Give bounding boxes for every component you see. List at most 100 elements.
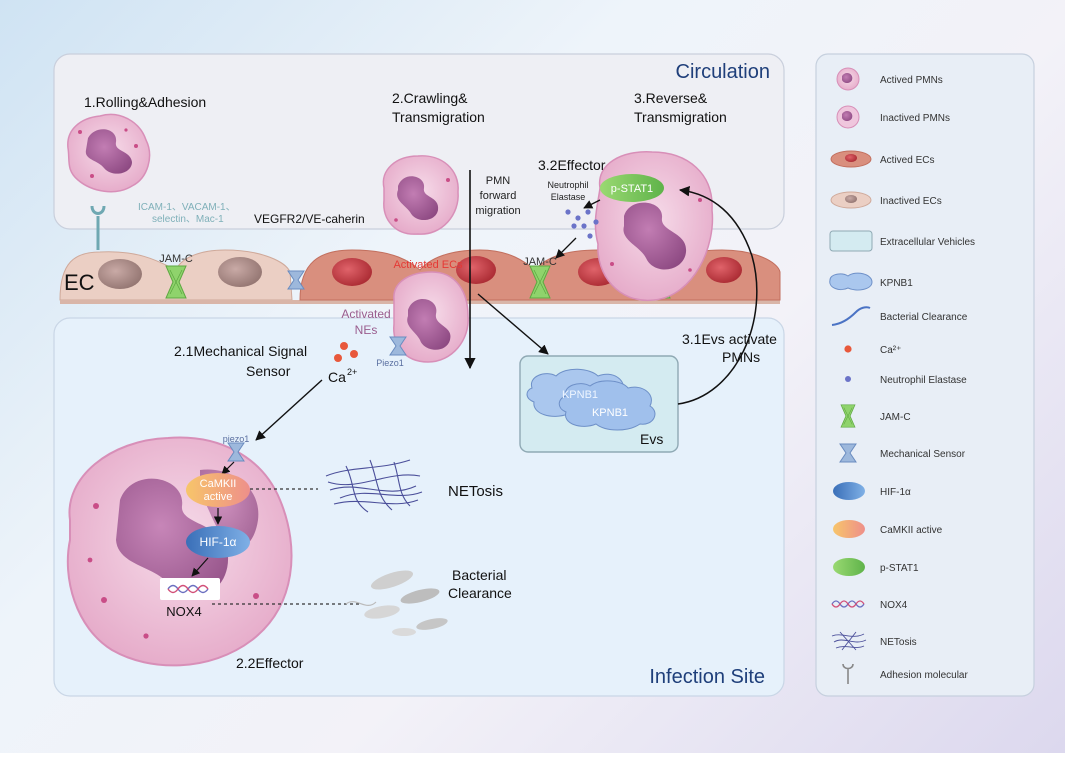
step-evs-1: 3.1Evs activate xyxy=(682,331,777,347)
legend-panel xyxy=(815,53,1035,697)
legend-label: Inactived PMNs xyxy=(880,113,950,124)
hif-icon xyxy=(186,526,250,558)
legend-label: p-STAT1 xyxy=(880,563,919,574)
actived-ecs-icon xyxy=(830,150,872,168)
ca-dots xyxy=(334,342,358,362)
step-evs-2: PMNs xyxy=(722,349,760,365)
infection-site-title: Infection Site xyxy=(649,666,765,688)
neutrophil-elastase-label-1: Neutrophil xyxy=(547,180,588,190)
bacterial-legend-icon xyxy=(831,306,871,326)
camkii-legend-icon xyxy=(833,520,865,538)
activated-nes-label-1: Activated xyxy=(341,307,390,321)
camkii-icon xyxy=(186,473,250,507)
netosis-legend-icon xyxy=(831,631,867,651)
crawling-neutrophil xyxy=(382,155,459,235)
pmn-label-1: PMN xyxy=(486,175,511,187)
camkii-label-2: active xyxy=(204,491,233,503)
pmn-label-3: migration xyxy=(475,205,520,217)
legend-label: KPNB1 xyxy=(880,278,913,289)
inactived-ecs-icon xyxy=(830,191,872,209)
camkii-label-1: CaMKII xyxy=(200,478,237,490)
legend-label: Bacterial Clearance xyxy=(880,312,968,323)
piezo-to-camkii-arrow xyxy=(221,461,235,475)
elastase-to-jamc-arrow xyxy=(555,237,577,259)
ca-superscript: 2+ xyxy=(347,367,357,377)
ca-to-cell-arrow xyxy=(255,379,323,441)
piezo1-label-upper: Piezo1 xyxy=(376,358,404,368)
legend-label: Actived PMNs xyxy=(880,75,943,86)
bacterial-label-2: Clearance xyxy=(448,585,512,601)
neutrophil-elastase-label-2: Elastase xyxy=(551,192,586,202)
step-rolling: 1.Rolling&Adhesion xyxy=(84,94,206,110)
step-mech-1: 2.1Mechanical Signal xyxy=(174,343,307,359)
circulation-title: Circulation xyxy=(676,61,770,83)
jamc-label-2: JAM-C xyxy=(523,256,557,268)
ec-label: EC xyxy=(64,270,95,295)
hif-legend-icon xyxy=(833,482,865,500)
legend-label: HIF-1α xyxy=(880,487,911,498)
bacterial-label-1: Bacterial xyxy=(452,567,506,583)
legend-label: Actived ECs xyxy=(880,155,934,166)
ec-nucleus xyxy=(98,259,142,289)
adhesion-legend-icon xyxy=(842,663,854,684)
kpnb1-legend-icon xyxy=(829,272,873,291)
legend-icons xyxy=(829,67,873,684)
pstat1-icon xyxy=(600,174,664,202)
legend-label: Neutrophil Elastase xyxy=(880,375,967,386)
legend-label: NETosis xyxy=(880,637,917,648)
evs-activate-arrow xyxy=(677,185,758,405)
vegfr-label: VEGFR2/VE-caherin xyxy=(254,212,365,226)
legend-label: JAM-C xyxy=(880,412,911,423)
step-effector-22: 2.2Effector xyxy=(236,655,304,671)
rolling-neutrophil xyxy=(67,113,151,250)
nox4-legend-icon xyxy=(831,600,865,608)
adhesion-label-2: selectin、Mac-1 xyxy=(152,214,224,225)
legend-label: Ca²⁺ xyxy=(880,345,901,356)
activated-nes-label-2: NEs xyxy=(355,323,378,337)
extracellular-vehicles-icon xyxy=(829,230,873,252)
netosis-label: NETosis xyxy=(448,483,503,500)
activated-neutrophil xyxy=(393,271,469,363)
step-effector-32: 3.2Effector xyxy=(538,157,606,173)
bacterial-clearance-icon xyxy=(345,570,448,636)
ec-nucleus xyxy=(456,256,496,284)
kpnb1-label-back: KPNB1 xyxy=(562,389,598,401)
ca-legend-icon xyxy=(844,345,852,353)
legend-label: Extracellular Vehicles xyxy=(880,237,975,248)
kpnb1-icon xyxy=(558,380,656,431)
activated-ecs-label: Activated ECs xyxy=(393,259,463,271)
ca-label: Ca xyxy=(328,369,346,385)
step-reverse-2: Transmigration xyxy=(634,109,727,125)
legend-label: CaMKII active xyxy=(880,525,943,536)
nox4-box xyxy=(160,578,220,600)
adhesion-label-1: ICAM-1、VACAM-1、 xyxy=(138,202,236,213)
adhesion-molecule-icon xyxy=(90,205,106,250)
nox4-label: NOX4 xyxy=(166,604,201,619)
stat-to-elastase-arrow xyxy=(583,199,601,209)
hif-to-nox4-arrow xyxy=(191,557,209,577)
evs-label: Evs xyxy=(640,431,663,447)
ec-nucleus xyxy=(706,257,742,283)
legend-label: Adhesion molecular xyxy=(880,670,968,681)
ec-nucleus xyxy=(332,258,372,286)
pmn-label-2: forward xyxy=(480,190,517,202)
legend-label: NOX4 xyxy=(880,600,908,611)
legend-label: Inactived ECs xyxy=(880,196,942,207)
legend-label: Mechanical Sensor xyxy=(880,449,966,460)
ec-nucleus xyxy=(218,257,262,287)
hif-label: HIF-1α xyxy=(200,535,237,549)
netosis-icon xyxy=(325,459,423,513)
actived-pmns-icon xyxy=(836,67,860,91)
ec-to-evs-arrow xyxy=(477,293,549,355)
pstat1-label: p-STAT1 xyxy=(611,183,653,195)
step-crawling-2: Transmigration xyxy=(392,109,485,125)
elastase-dots xyxy=(565,209,599,239)
elastase-legend-icon xyxy=(845,376,851,382)
effector-neutrophil xyxy=(66,436,293,667)
piezo1-label-lower: piezo1 xyxy=(223,434,250,444)
step-crawling-1: 2.Crawling& xyxy=(392,90,468,106)
kpnb1-label-front: KPNB1 xyxy=(592,407,628,419)
